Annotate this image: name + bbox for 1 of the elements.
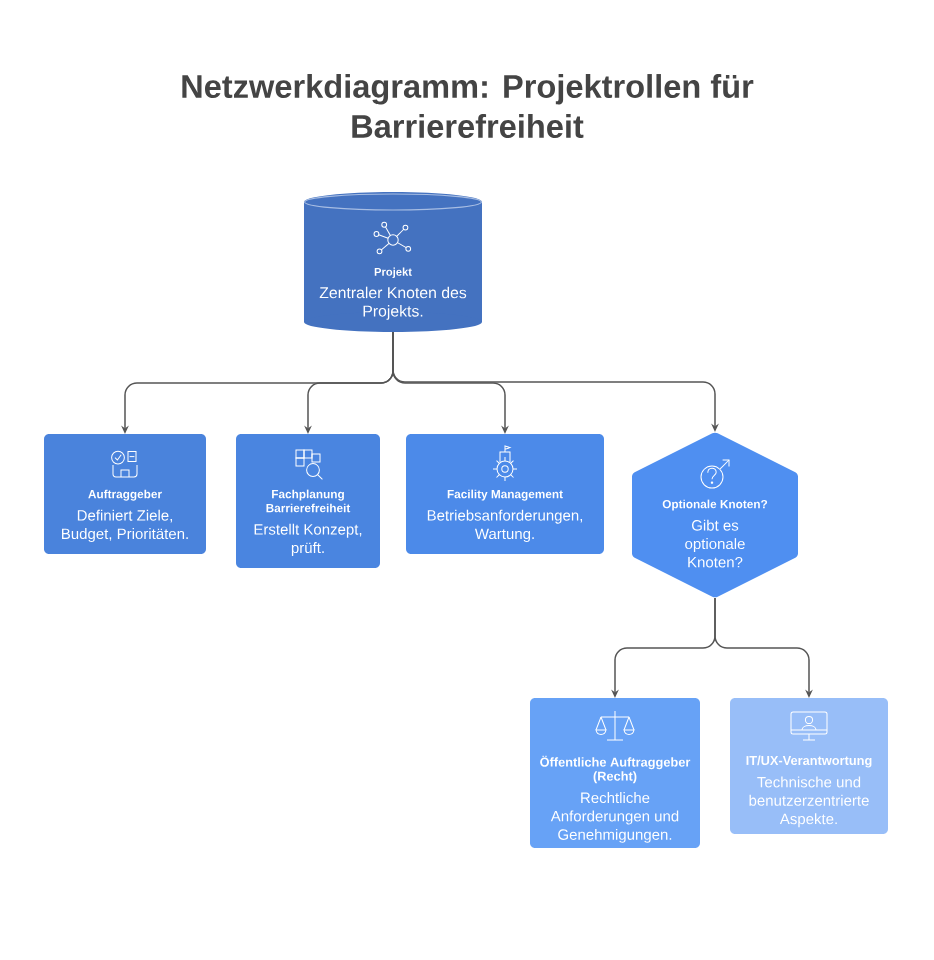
title: Netzwerkdiagramm: Projektrollen für Barrierefreiheit xyxy=(182,74,754,138)
